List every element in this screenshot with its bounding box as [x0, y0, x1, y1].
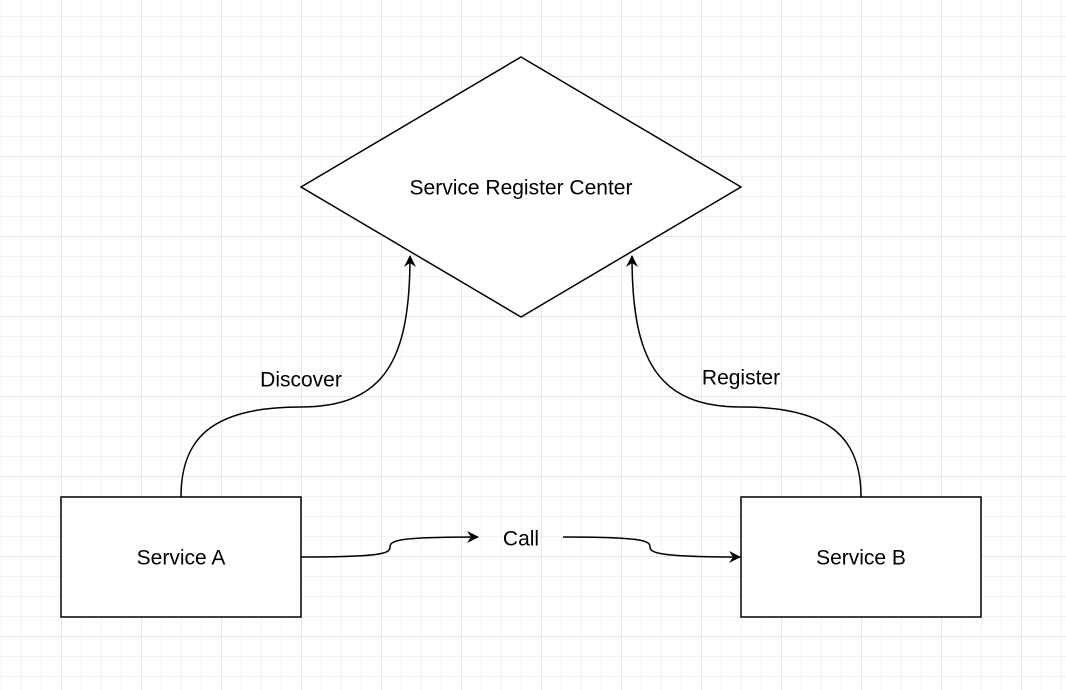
call-label: Call: [502, 527, 540, 551]
call-connector-right[interactable]: [562, 536, 741, 563]
register-label: Register: [701, 366, 781, 390]
service-b-box[interactable]: [740, 496, 982, 618]
service-a-label: Service A: [136, 546, 226, 570]
service-a-box[interactable]: [60, 496, 302, 618]
register-center-diamond[interactable]: [299, 56, 743, 318]
register-connector[interactable]: [626, 255, 862, 498]
service-b-label: Service B: [816, 546, 906, 570]
discover-connector[interactable]: [180, 255, 416, 498]
discover-label: Discover: [260, 368, 342, 392]
register-center-label: Service Register Center: [409, 176, 633, 200]
call-connector-left[interactable]: [300, 531, 479, 558]
